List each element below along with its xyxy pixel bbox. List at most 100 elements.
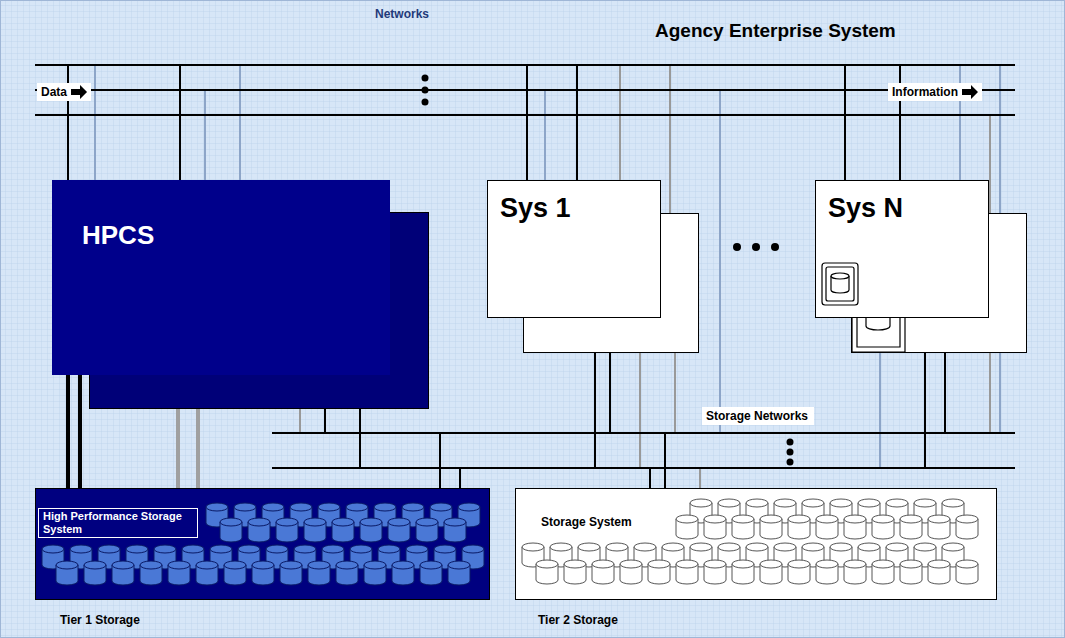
disk-drum-top xyxy=(620,560,642,568)
disk-drum xyxy=(592,564,614,584)
disk-drum xyxy=(942,503,964,523)
disk-drum xyxy=(280,565,302,585)
disk-drum-top xyxy=(196,561,218,569)
disk-drum xyxy=(648,564,670,584)
disk-drum xyxy=(448,565,470,585)
disk-drum-top xyxy=(304,518,326,526)
disk-drum-top xyxy=(346,503,368,511)
flow-arrow xyxy=(962,85,978,99)
network-drop xyxy=(619,65,621,180)
disk-drum xyxy=(224,565,246,585)
disk-drum xyxy=(220,522,242,542)
storage-link xyxy=(196,375,200,488)
storage-link xyxy=(176,375,180,488)
storage-link xyxy=(78,375,82,488)
network-drop xyxy=(324,408,326,433)
disk-drum xyxy=(458,507,480,527)
disk-drum-top xyxy=(318,503,340,511)
disk-drum xyxy=(928,519,950,539)
disk-drum xyxy=(914,503,936,523)
network-drop xyxy=(674,352,676,433)
disk-drum-top xyxy=(402,503,424,511)
storage-link xyxy=(66,375,70,488)
disk-drum-top xyxy=(224,561,246,569)
disk-drum xyxy=(308,565,330,585)
disk-drum xyxy=(676,564,698,584)
disk-drum-top xyxy=(336,561,358,569)
disk-drum-top xyxy=(294,545,316,553)
disk-drum-top xyxy=(374,503,396,511)
disk-drum-top xyxy=(322,545,344,553)
network-drop xyxy=(649,468,651,488)
disk-drum xyxy=(746,503,768,523)
disk-drum xyxy=(774,503,796,523)
disk-drum xyxy=(872,519,894,539)
tier-label: Tier 2 Storage xyxy=(538,613,618,627)
disk-drum-top xyxy=(220,518,242,526)
disk-drum-top xyxy=(578,543,600,551)
network-drop xyxy=(999,65,1001,433)
disk-drum xyxy=(140,565,162,585)
flow-arrow xyxy=(71,85,87,99)
disk-drum xyxy=(444,522,466,542)
network-label: Storage Networks xyxy=(702,407,814,425)
disk-drum xyxy=(364,565,386,585)
network-drop xyxy=(359,408,361,468)
disk-drum xyxy=(248,522,270,542)
network-label: Networks xyxy=(375,7,429,21)
disk-drum xyxy=(928,564,950,584)
disk-drum xyxy=(746,547,768,567)
disk-drum xyxy=(830,503,852,523)
disk-drum-top xyxy=(704,515,726,523)
disk-drum-top xyxy=(774,543,796,551)
disk-drum-top xyxy=(858,499,880,507)
disk-drum xyxy=(154,549,176,569)
disk-drum-top xyxy=(350,545,372,553)
disk-drum xyxy=(378,549,400,569)
disk-drum-top xyxy=(886,543,908,551)
disk-drum-top xyxy=(718,499,740,507)
disk-drum xyxy=(844,519,866,539)
flow-label: Information xyxy=(888,83,982,101)
disk-drum-top xyxy=(816,560,838,568)
disk-drum-top xyxy=(364,561,386,569)
disk-drum xyxy=(290,507,312,527)
disk-drum xyxy=(732,519,754,539)
disk-drum xyxy=(732,564,754,584)
disk-drum xyxy=(406,549,428,569)
disk-drum-top xyxy=(858,543,880,551)
disk-drum xyxy=(802,503,824,523)
storage-network-bus xyxy=(272,433,1015,468)
disk-drum-top xyxy=(536,560,558,568)
disk-drum-top xyxy=(844,515,866,523)
disk-drum-top xyxy=(914,499,936,507)
disk-drum xyxy=(350,549,372,569)
disk-drum xyxy=(886,547,908,567)
disk-drum xyxy=(788,564,810,584)
network-bus xyxy=(35,65,1015,115)
network-drop xyxy=(94,65,96,180)
disk-drum xyxy=(676,519,698,539)
disk-drum-top xyxy=(388,518,410,526)
disk-drum-top xyxy=(746,543,768,551)
network-drop xyxy=(204,90,206,180)
disk-drum-top xyxy=(42,545,64,553)
network-drop xyxy=(544,90,546,180)
disk-drum-top xyxy=(360,518,382,526)
disk-drum-top xyxy=(522,543,544,551)
network-drop xyxy=(239,65,241,180)
disk-drum xyxy=(98,549,120,569)
disk-drum-top xyxy=(718,543,740,551)
disk-drum-top xyxy=(830,543,852,551)
disk-drum-top xyxy=(676,560,698,568)
disk-drum-top xyxy=(168,561,190,569)
disk-drum-top xyxy=(154,545,176,553)
disk-drum xyxy=(56,565,78,585)
disk-drum xyxy=(620,564,642,584)
disk-drum xyxy=(388,522,410,542)
disk-drum-top xyxy=(704,560,726,568)
hpcs-box: HPCS xyxy=(52,180,390,375)
disk-drum xyxy=(760,564,782,584)
disk-drum xyxy=(858,503,880,523)
